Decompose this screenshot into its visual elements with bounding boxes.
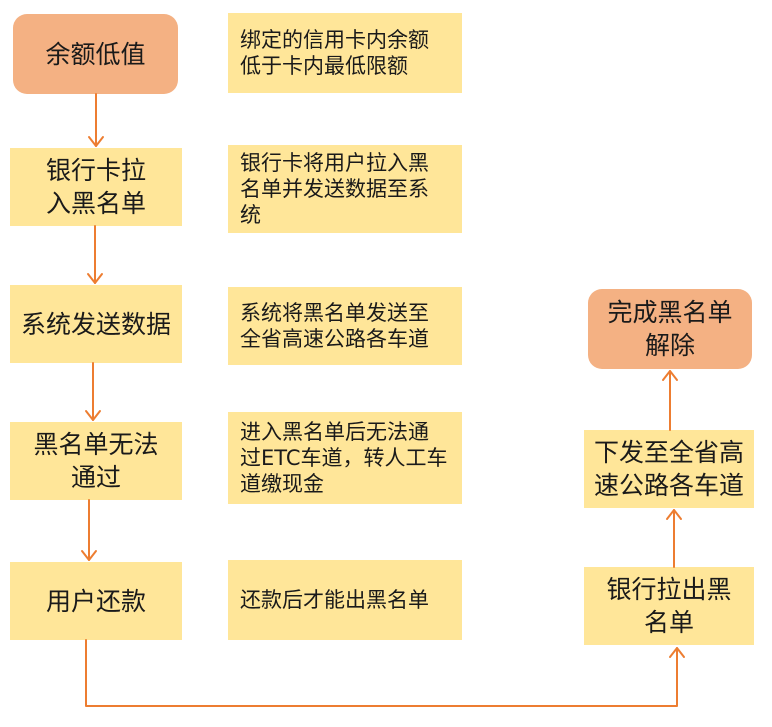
step-blacklist-cleared-label: 完成黑名单 解除 bbox=[607, 298, 733, 360]
desc-card-blacklisted: 银行卡将用户拉入黑 名单并发送数据至系 统 bbox=[228, 145, 462, 233]
arrowhead-1-to-2 bbox=[88, 136, 104, 147]
arrowhead-bank-to-distribute bbox=[666, 509, 682, 520]
step-bank-removes-blacklist: 银行拉出黑 名单 bbox=[584, 567, 754, 645]
step-distribute-to-lanes-label: 下发至全省高 速公路各车道 bbox=[593, 438, 744, 500]
arrowhead-3-to-4 bbox=[85, 410, 101, 421]
arrowhead-distribute-to-cleared bbox=[662, 370, 678, 381]
desc-balance-low-text: 绑定的信用卡内余额 低于卡内最低限额 bbox=[240, 28, 429, 78]
desc-system-sends-data: 系统将黑名单发送至 全省高速公路各车道 bbox=[228, 287, 462, 365]
step-card-blacklisted: 银行卡拉 入黑名单 bbox=[10, 148, 182, 226]
step-bank-removes-blacklist-label: 银行拉出黑 名单 bbox=[606, 575, 732, 637]
desc-user-repays-text: 还款后才能出黑名单 bbox=[240, 588, 429, 612]
desc-blacklist-blocked-text: 进入黑名单后无法通 过ETC车道，转人工车 道缴现金 bbox=[240, 420, 448, 496]
step-user-repays-label: 用户还款 bbox=[45, 586, 146, 616]
desc-user-repays: 还款后才能出黑名单 bbox=[228, 560, 462, 640]
arrowhead-5-to-bank bbox=[669, 647, 685, 658]
step-system-sends-data-label: 系统发送数据 bbox=[20, 309, 171, 339]
desc-card-blacklisted-text: 银行卡将用户拉入黑 名单并发送数据至系 统 bbox=[240, 151, 429, 227]
step-blacklist-blocked: 黑名单无法 通过 bbox=[10, 422, 182, 500]
arrow-5-to-bank bbox=[85, 639, 678, 707]
step-distribute-to-lanes: 下发至全省高 速公路各车道 bbox=[584, 430, 754, 508]
step-user-repays: 用户还款 bbox=[10, 562, 182, 640]
step-blacklist-blocked-label: 黑名单无法 通过 bbox=[33, 430, 159, 492]
desc-blacklist-blocked: 进入黑名单后无法通 过ETC车道，转人工车 道缴现金 bbox=[228, 412, 462, 504]
arrowhead-4-to-5 bbox=[81, 550, 97, 561]
step-system-sends-data: 系统发送数据 bbox=[10, 285, 182, 363]
desc-system-sends-data-text: 系统将黑名单发送至 全省高速公路各车道 bbox=[240, 301, 429, 351]
step-balance-low: 余额低值 bbox=[13, 14, 178, 94]
step-blacklist-cleared: 完成黑名单 解除 bbox=[588, 289, 752, 369]
step-card-blacklisted-label: 银行卡拉 入黑名单 bbox=[45, 156, 146, 218]
step-balance-low-label: 余额低值 bbox=[45, 39, 146, 69]
arrowhead-2-to-3 bbox=[87, 273, 103, 284]
desc-balance-low: 绑定的信用卡内余额 低于卡内最低限额 bbox=[228, 13, 462, 93]
